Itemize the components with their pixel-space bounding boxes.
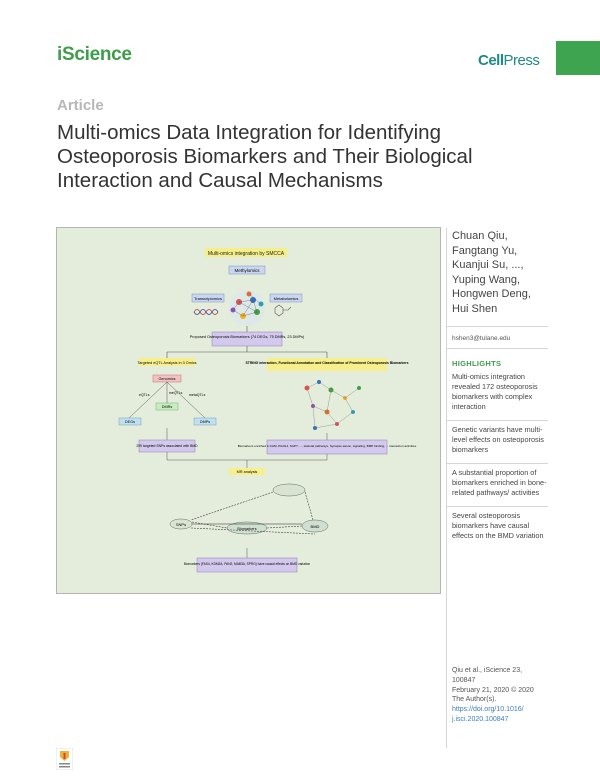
sidebar: Chuan Qiu, Fangtang Yu, Kuanjui Su, ...,… [446,229,556,551]
multiomics-label-box [205,248,287,257]
network-cluster [229,290,265,326]
biomarkers-label-text: Proposed Osteoporosis Biomarkers (74 DEG… [190,335,305,339]
dna-strand-icon [193,309,219,315]
highlight-item: Genetic variants have multi-level effect… [446,423,548,464]
citation-block: Qiu et al., iScience 23, 100847 February… [452,666,544,725]
transcriptomics-label: Transcriptomics [194,296,222,301]
doi-link[interactable]: https://doi.org/10.1016/ j.isci.2020.100… [452,706,524,723]
snp-label: SNPs [176,522,186,527]
copyright-line: February 21, 2020 © 2020 The Author(s). [452,686,534,704]
mr-diagram: SNPs Biomarkers BMD [169,483,329,535]
degs-label: DEGs [125,420,135,424]
string-network [304,380,361,430]
article-type-label: Article [57,97,104,114]
publisher-logo-b: Press [503,52,540,69]
metabolomics-label: Metabolomics [274,296,299,301]
bottom-result-label-text: Biomarkers (FAS4, KDM2A, PAN2, MAB3A, SP… [184,562,311,566]
graphical-abstract-diagram: Multi-omics integration by SMCCA Methylo… [118,248,417,573]
header-accent-bar [556,41,600,75]
degs-box [118,417,142,426]
dmps-label: DMPs [200,420,210,424]
left-header-label: Targeted eQTL Analysis in 3 Omics [137,361,196,365]
right-header-box [267,358,387,371]
eqtl-arrows [128,381,206,419]
highlights-heading: HIGHLIGHTS [452,358,502,368]
bottom-result-box [196,557,298,573]
dmrs-label: DMRs [162,405,173,409]
right-header-label: STRING interaction, Functional Annotatio… [245,361,408,365]
metabolomics-box [269,293,303,303]
meqtl-label: meQTLs [169,391,183,395]
left-result-label-text: 299 targeted SNPs associated with BMD [136,444,198,448]
middle-label: Biomarkers [237,527,256,531]
eqtl-label: eQTLs [139,393,150,397]
metaqtl-label: metaQTLs [189,393,206,397]
journal-logo: iScience [57,44,132,65]
merge-connector [166,452,328,468]
publisher-logo-a: Cell [478,52,504,69]
biomarkers-label: Proposed Osteoporosis Biomarkers (74 DEG… [190,335,305,339]
multiomics-label: Multi-omics integration by SMCCA [208,251,285,257]
methylomics-label: Methylomics [234,268,260,273]
graphical-abstract: Multi-omics integration by SMCCA Methylo… [56,227,441,594]
check-for-updates-icon[interactable] [56,748,73,770]
mr-label: MR analysis [237,470,258,474]
dmps-box [193,417,217,426]
mr-box [229,468,265,475]
genomics-label: Genomics [158,377,175,381]
bottom-result-label: Biomarkers (FAS4, KDM2A, PAN2, MAB3A, SP… [184,562,311,566]
author-list: Chuan Qiu, Fangtang Yu, Kuanjui Su, ...,… [446,229,548,327]
bmd-label: BMD [311,524,320,529]
left-result-label: 299 targeted SNPs associated with BMD [136,444,198,448]
dmrs-box [155,402,179,411]
highlight-item: A substantial proportion of biomarkers e… [446,466,548,507]
right-result-label-text: Biomarkers enriched in FAM, PA2G4, SAP?,… [238,444,417,448]
left-header-box [139,358,195,366]
branch-connector [166,346,328,358]
sidebar-divider [446,228,447,748]
methylomics-box [228,265,266,275]
correspondence-email[interactable]: hshen3@tulane.edu [446,327,548,349]
citation-line: Qiu et al., iScience 23, 100847 [452,667,523,684]
publisher-logo: CellPress [478,52,540,69]
right-result-label: Biomarkers enriched in FAM, PA2G4, SAP?,… [238,444,417,448]
transcriptomics-box [191,293,225,303]
highlight-item: Multi-omics integration revealed 172 ost… [446,370,548,421]
highlight-item: Several osteoporosis biomarkers have cau… [452,510,544,540]
article-title: Multi-omics Data Integration for Identif… [57,121,473,192]
molecule-icon [274,304,292,317]
right-header-label-text: STRING interaction, Functional Annotatio… [245,361,408,365]
